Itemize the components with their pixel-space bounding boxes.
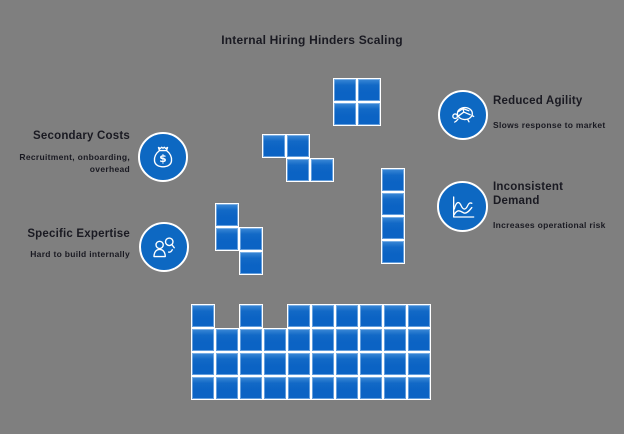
tetris-cell [310,158,334,182]
tetris-cell [381,240,405,264]
tetris-cell [335,304,359,328]
factor-subtext: Recruitment, onboarding, overhead [19,151,130,174]
tetris-cell [335,376,359,400]
tetris-cell [215,376,239,400]
tetris-cell [333,78,357,102]
tetris-cell [239,227,263,251]
tetris-cell [335,352,359,376]
tetris-cell [407,376,431,400]
tetris-cell [359,304,383,328]
tetris-cell [383,328,407,352]
tetris-cell [263,352,287,376]
tetris-cell [262,134,286,158]
tetris-cell [191,304,215,328]
tetris-cell [239,328,263,352]
tetris-cell [287,328,311,352]
tetris-cell [357,102,381,126]
tetris-cell [311,304,335,328]
tetris-cell [359,352,383,376]
factor-heading: Secondary Costs [33,130,130,142]
reduced-agility-badge [438,90,488,140]
tetris-cell [381,216,405,240]
money-bag-icon: $ [153,146,173,168]
tetris-cell [287,304,311,328]
tetris-cell [215,203,239,227]
talent-search-icon [153,237,175,258]
secondary-costs-badge: $ [138,132,188,182]
tetris-cell [381,168,405,192]
tetris-cell [335,328,359,352]
tetris-cell [191,352,215,376]
factor-inconsistent-demand: Inconsistent Demand Increases operationa… [493,181,624,231]
tetris-cell [239,352,263,376]
tetris-cell [286,134,310,158]
tetris-cell [239,304,263,328]
tetris-cell [333,102,357,126]
tetris-cell [287,352,311,376]
tetris-cell [357,78,381,102]
tetris-cell [311,328,335,352]
factor-heading: Reduced Agility [493,95,583,107]
factor-specific-expertise: Specific Expertise Hard to build interna… [0,228,130,260]
specific-expertise-badge [139,222,189,272]
factor-subtext: Increases operational risk [493,220,606,230]
factor-heading: Specific Expertise [27,228,130,240]
tetris-cell [407,352,431,376]
factor-reduced-agility: Reduced Agility Slows response to market [493,95,624,131]
svg-text:$: $ [159,152,166,165]
tetris-cell [239,376,263,400]
tetris-cell [383,352,407,376]
tetris-cell [215,352,239,376]
tetris-cell [286,158,310,182]
tetris-cell [407,328,431,352]
factor-subtext: Slows response to market [493,119,606,130]
factor-subtext: Hard to build internally [30,248,130,259]
turtle-icon [452,106,475,123]
fluctuating-chart-icon [452,195,474,218]
tetris-cell [381,192,405,216]
tetris-cell [239,251,263,275]
tetris-cell [383,304,407,328]
factor-heading: Inconsistent Demand [493,181,564,207]
tetris-cell [191,328,215,352]
tetris-cell [287,376,311,400]
tetris-cell [359,328,383,352]
inconsistent-demand-badge [437,181,488,232]
tetris-cell [407,304,431,328]
tetris-cell [191,376,215,400]
tetris-cell [215,328,239,352]
page-title: Internal Hiring Hinders Scaling [221,33,403,47]
tetris-cell [263,328,287,352]
tetris-cell [215,227,239,251]
tetris-cell [311,352,335,376]
tetris-cell [311,376,335,400]
tetris-cell [263,376,287,400]
tetris-cell [359,376,383,400]
tetris-cell [383,376,407,400]
factor-secondary-costs: Secondary Costs Recruitment, onboarding,… [0,130,130,175]
